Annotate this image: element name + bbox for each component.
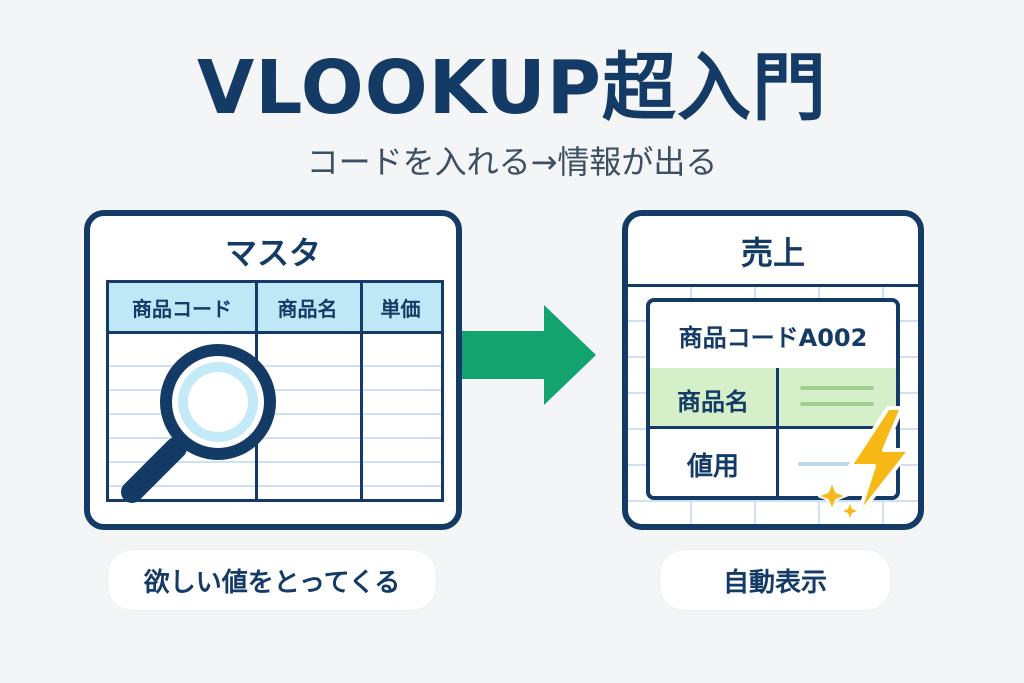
arrow-right-icon: [462, 305, 596, 405]
master-table-header: 商品コード 商品名 単価: [109, 283, 441, 334]
caption-right: 自動表示: [660, 550, 890, 610]
sparkle-icon: [843, 504, 857, 518]
table-spacer: [109, 331, 441, 359]
product-code-row: 商品コードA002: [650, 302, 896, 371]
sparkle-icon: [818, 479, 849, 513]
master-card: マスタ 商品コード 商品名 単価: [84, 210, 462, 530]
sales-title: 売上: [740, 234, 805, 272]
product-name-row: 商品名: [650, 368, 896, 429]
magnifier-icon: [121, 344, 276, 503]
price-label: 値用: [686, 452, 739, 482]
header-product-name: 商品名: [277, 296, 338, 321]
header-product-code: 商品コード: [132, 296, 232, 321]
master-title: マスタ: [224, 234, 321, 272]
result-line: [800, 402, 874, 406]
caption-left: 欲しい値をとってくる: [108, 550, 436, 610]
header-unit-price: 単価: [380, 296, 421, 321]
column-divider: [360, 283, 363, 499]
column-divider: [776, 368, 779, 496]
page-title: VLOOKUP超入門: [197, 45, 827, 131]
product-name-label: 商品名: [677, 388, 749, 416]
lightning-bolt-icon: [818, 406, 912, 518]
page-subtitle: コードを入れる→情報が出る: [306, 143, 718, 181]
sales-grid-top-line: [628, 284, 918, 287]
result-line: [798, 462, 858, 466]
master-table: 商品コード 商品名 単価: [106, 280, 444, 502]
price-row: 値用: [650, 426, 896, 496]
result-line: [800, 386, 874, 390]
